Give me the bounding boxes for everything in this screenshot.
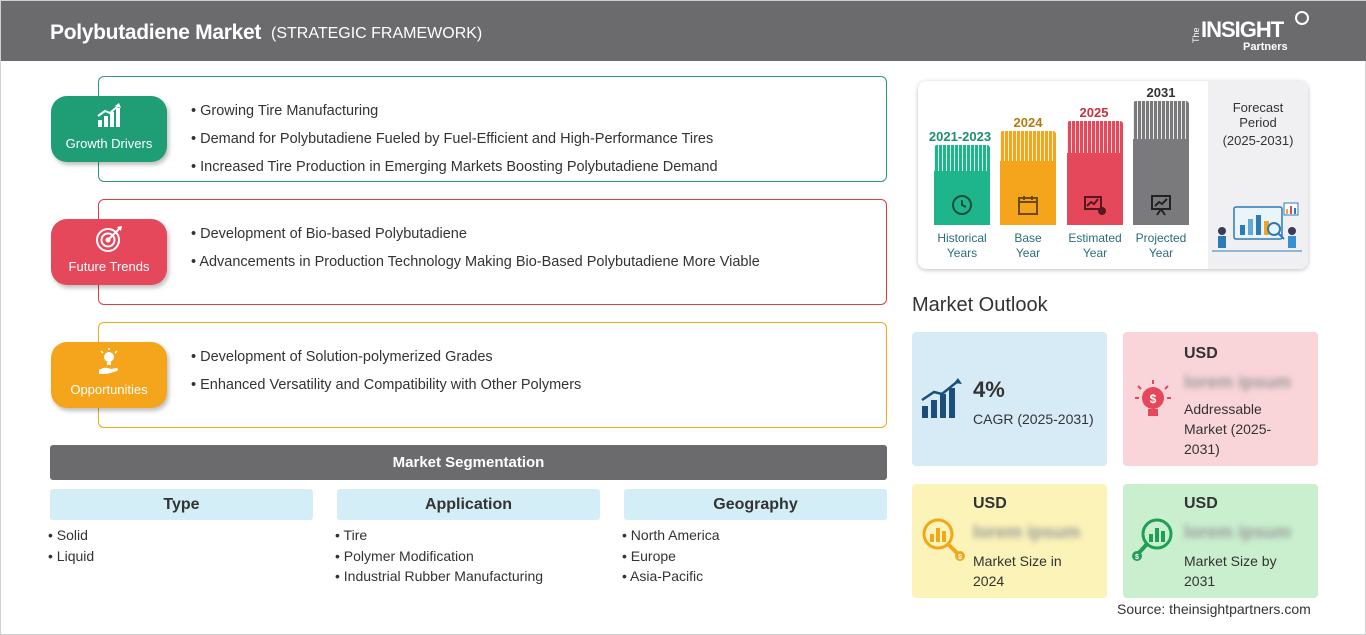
timeline-year-base: 2024 [1013,115,1043,130]
lightbulb-hand-icon [99,348,118,374]
history-clock-icon [952,195,972,215]
timeline-year-historical: 2021-2023 [928,129,992,144]
source-citation[interactable]: Source: theinsightpartners.com [1117,601,1311,617]
lightbulb-dollar-icon: $ [1135,380,1171,416]
future-trends-card: Development of Bio-based Polybutadiene A… [98,199,887,305]
size2024-value-blurred: lorem ipsum [973,522,1081,542]
addressable-usd: USD [1184,345,1218,362]
page-title: Polybutadiene Market [50,21,262,44]
future-trends-label: Future Trends [68,259,150,274]
logo-partners: Partners [1243,41,1288,53]
growth-chart-icon [921,378,962,418]
timeline-panel: Forecast Period (2025-2031) 2021-2023 Hi… [918,81,1308,269]
size2024-usd: USD [973,495,1007,512]
list-item: Increased Tire Production in Emerging Ma… [191,153,717,181]
estimate-chart-icon [1084,196,1106,215]
growth-drivers-badge: Growth Drivers [51,96,167,162]
timeline-year-estimated: 2025 [1079,105,1109,120]
opportunities-list: Development of Solution-polymerized Grad… [191,343,581,399]
cagr-value: 4% [973,377,1005,402]
bar-stripes [1133,101,1189,139]
size2031-value-blurred: lorem ipsum [1184,522,1292,542]
future-trends-badge: Future Trends [51,219,167,285]
svg-text:$: $ [1150,392,1157,406]
magnifier-chart-icon: $ [1132,518,1173,561]
segment-type-list: Solid Liquid [48,525,94,566]
list-item: Growing Tire Manufacturing [191,97,718,125]
calendar-icon [1018,196,1038,215]
list-item: Development of Solution-polymerized Grad… [191,343,581,371]
bar-stripes [1000,131,1056,161]
page-subtitle: (STRATEGIC FRAMEWORK) [271,25,483,42]
list-item: Development of Bio-based Polybutadiene [191,220,760,248]
segment-application-header: Application [337,489,600,520]
list-item: Europe [622,546,720,567]
bar-stripes [1067,121,1123,153]
segment-geography-list: North America Europe Asia-Pacific [622,525,720,587]
list-item: Asia-Pacific [622,566,720,587]
opportunities-label: Opportunities [70,382,148,397]
segment-geography-header: Geography [624,489,887,520]
bar-stripes [934,145,990,171]
addressable-value-blurred: lorem ipsum [1184,372,1292,392]
cagr-label: CAGR (2025-2031) [973,411,1094,427]
bar-chart-growth-icon [97,103,121,127]
forecast-label: Forecast [1232,100,1284,115]
header-bar: Polybutadiene Market (STRATEGIC FRAMEWOR… [1,1,1366,61]
growth-drivers-label: Growth Drivers [65,136,153,151]
list-item: Liquid [48,546,94,567]
growth-drivers-list: Growing Tire Manufacturing Demand for Po… [191,97,718,181]
list-item: Solid [48,525,94,546]
list-item: Industrial Rubber Manufacturing [335,566,543,587]
projection-board-icon [1151,195,1171,216]
cagr-card: 4% CAGR (2025-2031) [912,332,1107,466]
timeline-year-projected: 2031 [1146,85,1176,100]
market-outlook-title: Market Outlook [912,294,1048,316]
logo-the: The [1191,27,1201,43]
list-item: Polymer Modification [335,546,543,567]
segment-type-header: Type [50,489,313,520]
analytics-illustration-icon [1212,202,1302,252]
insight-partners-logo[interactable]: The INSIGHT Partners [1191,11,1311,55]
growth-drivers-card: Growing Tire Manufacturing Demand for Po… [98,76,887,182]
opportunities-card: Development of Solution-polymerized Grad… [98,322,887,428]
svg-text:$: $ [958,554,962,561]
list-item: Demand for Polybutadiene Fueled by Fuel-… [191,125,718,153]
target-icon [96,226,122,252]
list-item: Advancements in Production Technology Ma… [191,248,759,276]
list-item: Enhanced Versatility and Compatibility w… [191,371,581,399]
period-label: Period [1239,115,1277,130]
list-item: North America [622,525,720,546]
list-item: Tire [335,525,543,546]
market-segmentation-bar: Market Segmentation [50,445,887,480]
future-trends-list: Development of Bio-based Polybutadiene A… [191,220,760,276]
segment-application-list: Tire Polymer Modification Industrial Rub… [335,525,543,587]
logo-ring-icon [1295,11,1309,25]
logo-insight: INSIGHT [1201,17,1284,42]
forecast-range: (2025-2031) [1222,133,1294,148]
size2031-usd: USD [1184,495,1218,512]
opportunities-badge: Opportunities [51,342,167,408]
svg-text:$: $ [1135,554,1139,561]
magnifier-chart-icon: $ [922,518,965,561]
